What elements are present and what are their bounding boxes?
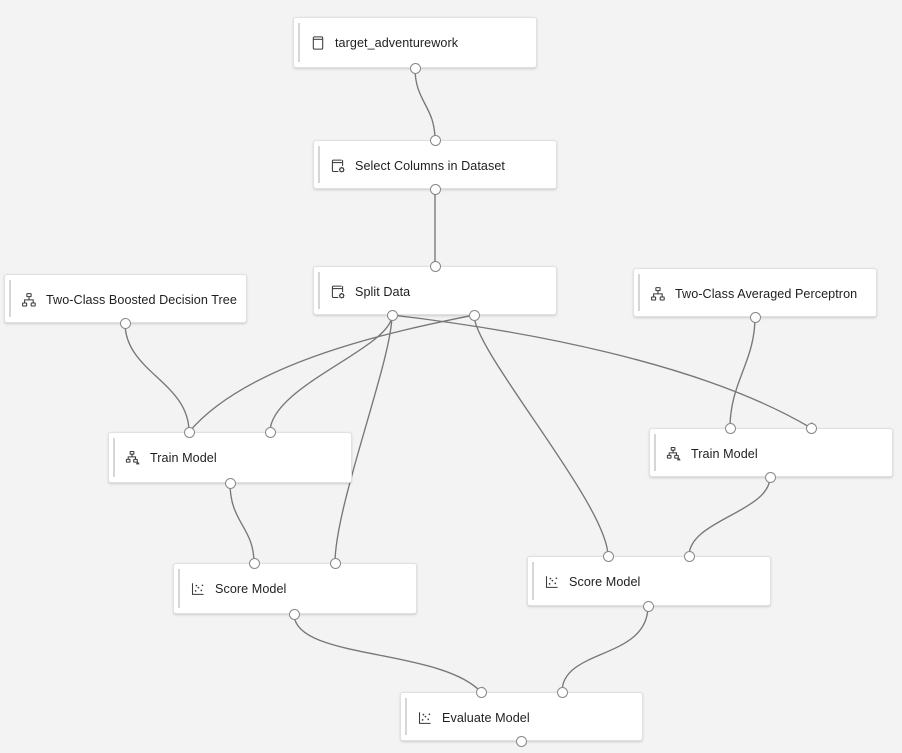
output-port-split_data-1[interactable] <box>468 309 480 321</box>
node-target_adventurework[interactable]: target_adventurework <box>293 17 537 68</box>
score-model-icon <box>190 581 206 597</box>
node-accent-bar <box>113 438 115 477</box>
node-label: target_adventurework <box>335 36 459 50</box>
node-select_columns_in_dataset[interactable]: Select Columns in Dataset <box>313 140 557 189</box>
score-model-icon <box>544 574 560 590</box>
edge-split-left-to-train-right[interactable] <box>391 314 817 429</box>
node-two_class_boosted_decision_tree[interactable]: Two-Class Boosted Decision Tree <box>4 274 247 323</box>
node-body: Select Columns in Dataset <box>314 141 556 179</box>
input-port-score_model_right-1[interactable] <box>683 550 695 562</box>
output-port-train_model_right-0[interactable] <box>764 471 776 483</box>
node-label: Two-Class Boosted Decision Tree <box>46 293 237 307</box>
input-port-score_model_left-1[interactable] <box>329 557 341 569</box>
node-label: Evaluate Model <box>442 711 530 725</box>
node-accent-bar <box>638 274 640 311</box>
node-body: Train Model <box>109 433 351 471</box>
dataset-icon <box>310 35 326 51</box>
edge-boosted-tree-to-train-left[interactable] <box>124 322 195 435</box>
output-port-score_model_right-0[interactable] <box>642 600 654 612</box>
node-label: Split Data <box>355 285 411 299</box>
node-score_model_left[interactable]: Score Model <box>173 563 417 614</box>
node-label: Score Model <box>215 582 287 596</box>
node-evaluate_model[interactable]: Evaluate Model <box>400 692 643 741</box>
node-score_model_right[interactable]: Score Model <box>527 556 771 606</box>
node-train_model_right[interactable]: Train Model <box>649 428 893 477</box>
input-port-evaluate_model-0[interactable] <box>475 686 487 698</box>
edge-train-right-to-score-right[interactable] <box>688 476 771 559</box>
node-accent-bar <box>9 280 11 317</box>
node-body: Score Model <box>174 564 416 602</box>
input-port-train_model_right-0[interactable] <box>724 422 736 434</box>
node-body: target_adventurework <box>294 18 536 56</box>
node-body: Split Data <box>314 267 556 305</box>
node-accent-bar <box>318 146 320 183</box>
edge-split-left-to-train-left[interactable] <box>269 314 393 435</box>
output-port-evaluate_model-0[interactable] <box>515 735 527 747</box>
input-port-split_data-0[interactable] <box>429 260 441 272</box>
node-accent-bar <box>298 23 300 62</box>
output-port-target_adventurework-0[interactable] <box>409 62 421 74</box>
node-body: Score Model <box>528 557 770 595</box>
select-columns-icon <box>330 158 346 174</box>
output-port-split_data-0[interactable] <box>386 309 398 321</box>
output-port-train_model_left-0[interactable] <box>224 477 236 489</box>
node-accent-bar <box>178 569 180 608</box>
algorithm-tree-icon <box>21 292 37 308</box>
edge-dataset-to-select-columns[interactable] <box>414 67 441 143</box>
node-accent-bar <box>318 272 320 309</box>
score-model-icon <box>417 710 433 726</box>
input-port-train_model_right-1[interactable] <box>805 422 817 434</box>
input-port-select_columns_in_dataset-0[interactable] <box>429 134 441 146</box>
output-port-two_class_boosted_decision_tree-0[interactable] <box>119 317 131 329</box>
algorithm-tree-icon <box>650 286 666 302</box>
edge-train-left-to-score-left[interactable] <box>229 482 260 566</box>
output-port-two_class_averaged_perceptron-0[interactable] <box>749 311 761 323</box>
split-data-icon <box>330 284 346 300</box>
input-port-score_model_left-0[interactable] <box>248 557 260 569</box>
node-accent-bar <box>654 434 656 471</box>
output-port-select_columns_in_dataset-0[interactable] <box>429 183 441 195</box>
train-model-icon <box>125 450 141 466</box>
node-label: Select Columns in Dataset <box>355 159 505 173</box>
input-port-evaluate_model-1[interactable] <box>556 686 568 698</box>
edge-split-right-to-train-left[interactable] <box>188 314 475 438</box>
output-port-score_model_left-0[interactable] <box>288 608 300 620</box>
node-label: Train Model <box>691 447 758 461</box>
node-body: Train Model <box>650 429 892 467</box>
node-label: Train Model <box>150 451 217 465</box>
edge-score-right-to-evaluate[interactable] <box>561 605 649 695</box>
input-port-train_model_left-0[interactable] <box>183 426 195 438</box>
edge-split-right-to-score-right[interactable] <box>473 314 614 559</box>
node-accent-bar <box>405 698 407 735</box>
edge-score-left-to-evaluate[interactable] <box>293 613 487 693</box>
node-train_model_left[interactable]: Train Model <box>108 432 352 483</box>
edge-perceptron-to-train-right[interactable] <box>729 316 756 431</box>
node-label: Score Model <box>569 575 641 589</box>
input-port-train_model_left-1[interactable] <box>264 426 276 438</box>
node-label: Two-Class Averaged Perceptron <box>675 287 858 301</box>
node-body: Two-Class Boosted Decision Tree <box>5 275 246 313</box>
node-accent-bar <box>532 562 534 600</box>
node-split_data[interactable]: Split Data <box>313 266 557 315</box>
input-port-score_model_right-0[interactable] <box>602 550 614 562</box>
node-two_class_averaged_perceptron[interactable]: Two-Class Averaged Perceptron <box>633 268 877 317</box>
node-body: Two-Class Averaged Perceptron <box>634 269 876 307</box>
node-body: Evaluate Model <box>401 693 642 731</box>
train-model-icon <box>666 446 682 462</box>
